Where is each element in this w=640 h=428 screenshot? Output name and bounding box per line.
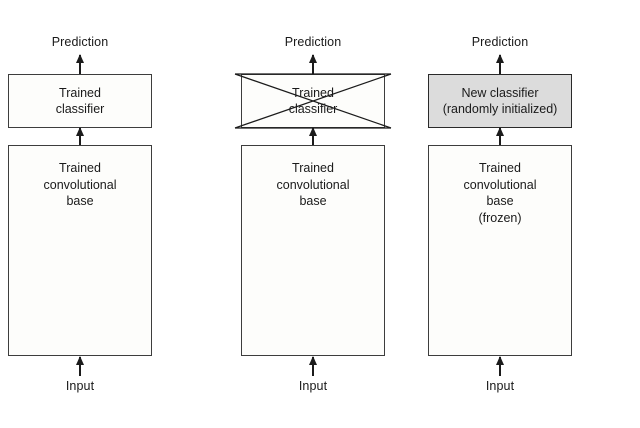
arrow-input-to-base-2: [308, 356, 317, 376]
arrow-input-to-base-1: [75, 356, 84, 376]
diagram-column-3: Prediction New classifier (randomly init…: [420, 0, 580, 428]
convolutional-base-label-3: Trained convolutional base (frozen): [463, 161, 537, 225]
arrow-classifier-to-prediction-2: [308, 54, 317, 75]
convolutional-base-box-3: Trained convolutional base (frozen): [428, 145, 572, 356]
arrow-classifier-to-prediction-1: [75, 54, 84, 75]
prediction-label-1: Prediction: [51, 35, 109, 49]
prediction-label-3: Prediction: [471, 35, 529, 49]
diagram-column-1: Prediction Trained classifier Trained co…: [0, 0, 160, 428]
trained-classifier-label-1: Trained classifier: [55, 85, 105, 117]
input-label-2: Input: [298, 379, 328, 393]
trained-classifier-label-2: Trained classifier: [288, 85, 338, 117]
prediction-label-2: Prediction: [284, 35, 342, 49]
arrow-classifier-to-prediction-3: [495, 54, 504, 75]
arrow-base-to-classifier-1: [75, 127, 84, 146]
trained-classifier-box-1: Trained classifier: [8, 74, 152, 128]
diagram-column-2: Prediction Trained classifier Trained co…: [233, 0, 393, 428]
new-classifier-box-3: New classifier (randomly initialized): [428, 74, 572, 128]
new-classifier-label-3: New classifier (randomly initialized): [442, 85, 558, 117]
input-label-3: Input: [485, 379, 515, 393]
convolutional-base-label-2: Trained convolutional base: [276, 161, 350, 208]
arrow-input-to-base-3: [495, 356, 504, 376]
arrow-base-to-classifier-2: [308, 127, 317, 146]
trained-classifier-box-2: Trained classifier: [241, 74, 385, 128]
convolutional-base-box-1: Trained convolutional base: [8, 145, 152, 356]
convolutional-base-label-1: Trained convolutional base: [43, 161, 117, 208]
input-label-1: Input: [65, 379, 95, 393]
arrow-base-to-classifier-3: [495, 127, 504, 146]
convolutional-base-box-2: Trained convolutional base: [241, 145, 385, 356]
